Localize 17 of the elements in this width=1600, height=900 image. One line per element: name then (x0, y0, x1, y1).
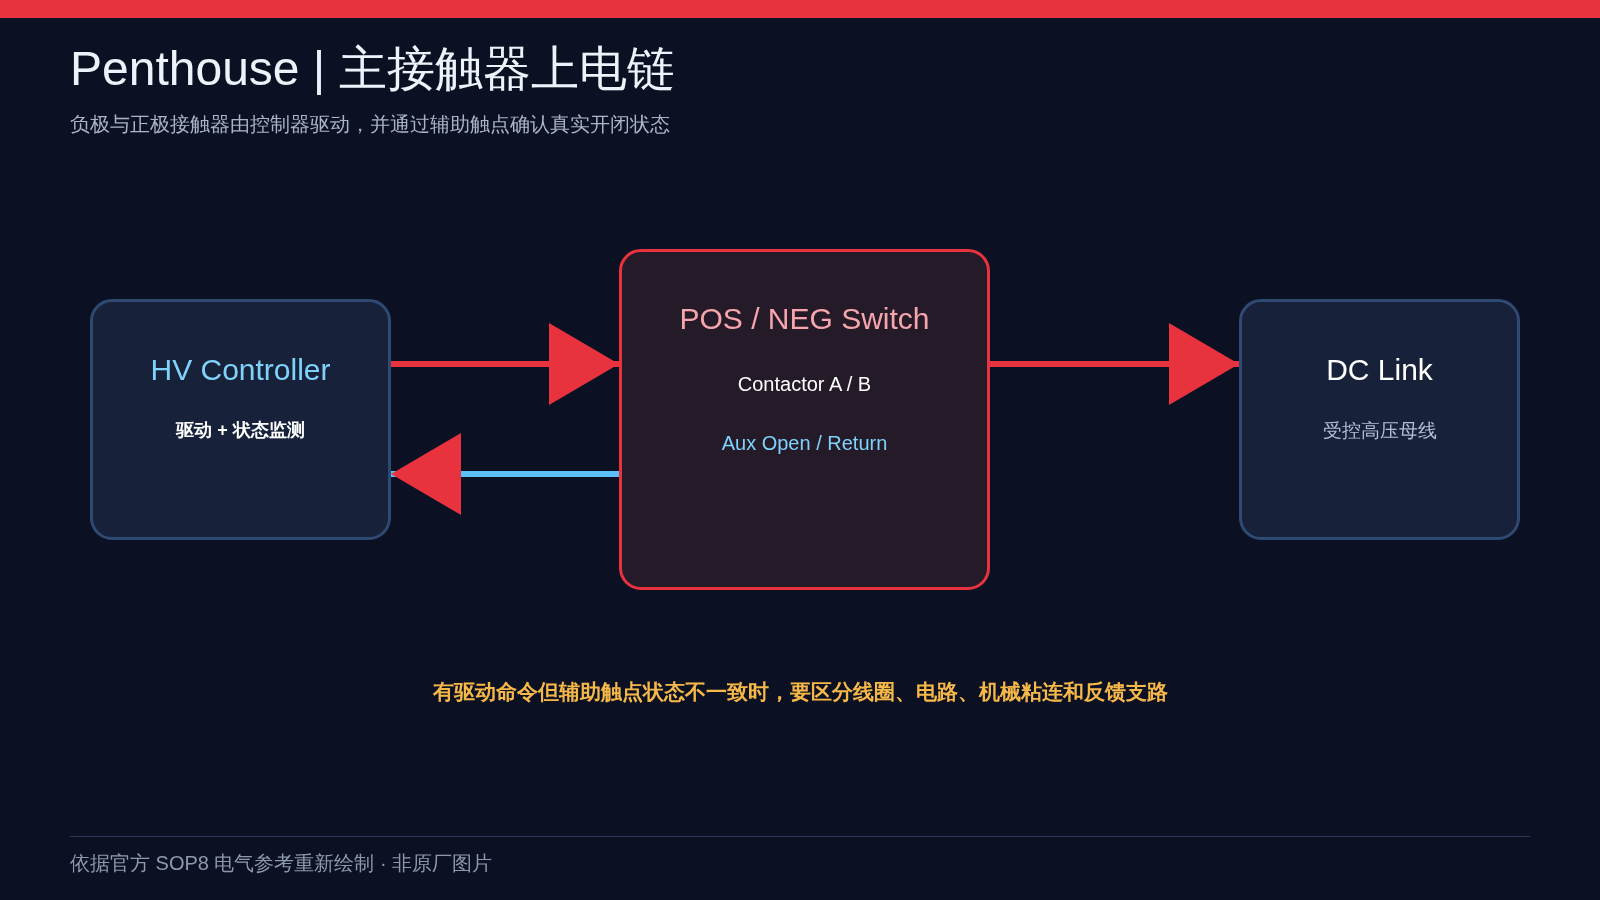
node-heading: DC Link (1326, 352, 1433, 388)
footer-note: 依据官方 SOP8 电气参考重新绘制 · 非原厂图片 (70, 851, 493, 875)
arrow (391, 323, 619, 405)
process-box (90, 299, 391, 540)
node-description: 驱动 + 状态监测 (176, 420, 305, 442)
process-box (1239, 299, 1520, 540)
node-description: 受控高压母线 (1322, 419, 1437, 443)
warning-note: 有驱动命令但辅助触点状态不一致时，要区分线圈、电路、机械粘连和反馈支路 (432, 679, 1168, 705)
node-description: Contactor A / B (737, 372, 872, 396)
node-heading: POS / NEG Switch (679, 301, 930, 337)
arrow (990, 323, 1239, 405)
node-description: Aux Open / Return (721, 431, 888, 455)
arrow (391, 433, 619, 515)
process-box (619, 249, 990, 590)
subtitle: 负极与正极接触器由控制器驱动，并通过辅助触点确认真实开闭状态 (70, 112, 670, 136)
page-title: Penthouse | 主接触器上电链 (70, 41, 675, 97)
node-heading: HV Controller (150, 352, 331, 388)
